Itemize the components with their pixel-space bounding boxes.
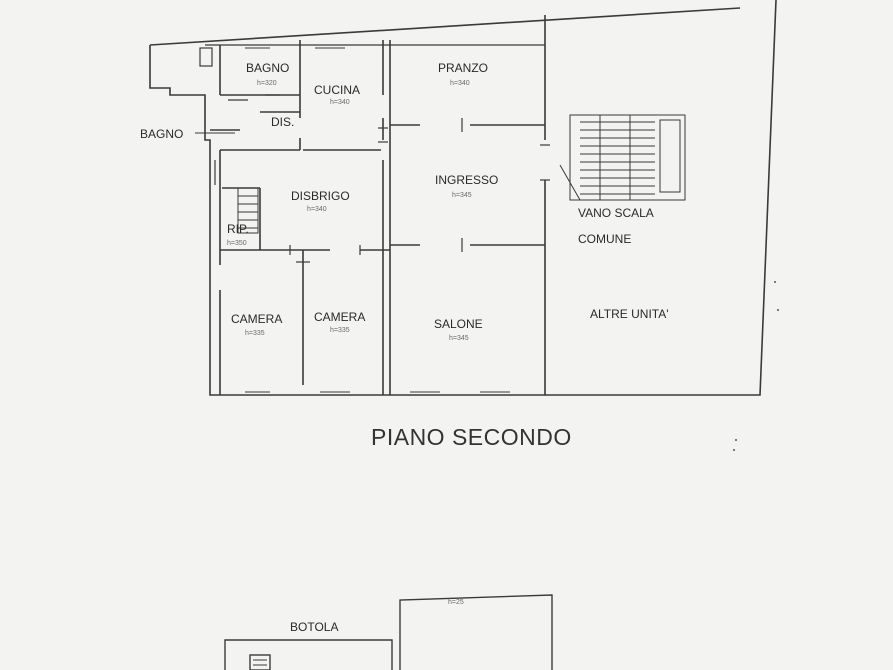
- lower-height-label: h=25: [448, 599, 464, 606]
- room-label-disbrigo: DISBRIGO: [291, 189, 350, 203]
- room-label-dis: DIS.: [271, 115, 295, 129]
- room-height-camera-2: h=335: [330, 327, 350, 334]
- room-height-cucina: h=340: [330, 99, 350, 106]
- room-label-camera-1: CAMERA: [231, 312, 283, 326]
- room-label-pranzo: PRANZO: [438, 61, 489, 75]
- room-label-bagno-top: BAGNO: [246, 61, 290, 75]
- stairwell-common-label: COMUNE: [578, 232, 632, 246]
- room-height-ingresso: h=345: [452, 192, 472, 199]
- room-label-ingresso: INGRESSO: [435, 173, 499, 187]
- room-label-camera-2: CAMERA: [314, 310, 366, 324]
- room-label-cucina: CUCINA: [314, 83, 361, 97]
- room-label-rip: RIP.: [227, 222, 249, 236]
- room-height-salone: h=345: [449, 335, 469, 342]
- room-label-salone: SALONE: [434, 317, 483, 331]
- room-height-disbrigo: h=340: [307, 206, 327, 213]
- room-label-bagno-left: BAGNO: [140, 127, 184, 141]
- other-units-label: ALTRE UNITA': [590, 307, 669, 321]
- floor-title: PIANO SECONDO: [371, 424, 572, 450]
- stairwell-label: VANO SCALA: [578, 206, 654, 220]
- room-height-camera-1: h=335: [245, 330, 265, 337]
- room-height-pranzo: h=340: [450, 80, 470, 87]
- hatch-label: BOTOLA: [290, 620, 339, 634]
- room-height-bagno-top: h=320: [257, 80, 277, 87]
- room-height-rip: h=350: [227, 240, 247, 247]
